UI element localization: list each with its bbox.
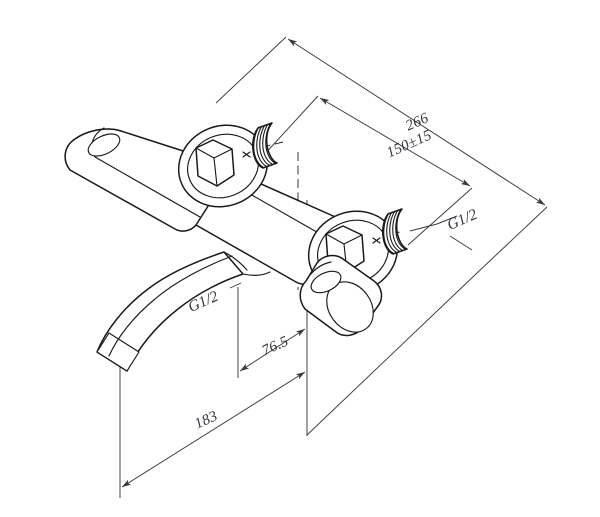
- ext-line-150-left: [261, 95, 319, 158]
- upper-thread-lines: [253, 122, 276, 168]
- upper-axis-cross-mark: [242, 151, 251, 158]
- spout-top-ridge: [108, 255, 233, 357]
- thread-callout-leaders: [229, 215, 473, 289]
- ext-line-266-right: [476, 206, 548, 274]
- leader-upper-g12-tail: [436, 215, 458, 225]
- dim-line-183: [121, 371, 306, 488]
- spout-outlet-face: [96, 332, 140, 372]
- left-end-cap-lip: [64, 128, 122, 171]
- ext-line-right-boundary: [306, 272, 478, 436]
- handle-lever-recess: [310, 270, 342, 294]
- spout-root-junction: [223, 251, 248, 271]
- upper-hex-nut-facets: [195, 147, 233, 187]
- spout-root-underside: [242, 271, 271, 276]
- lower-thread-lines: [383, 208, 406, 254]
- dim-line-150: [319, 97, 471, 187]
- left-lever-recess: [87, 133, 121, 157]
- ext-line-266-left: [215, 36, 287, 104]
- lower-axis-cross-mark: [372, 237, 381, 244]
- faucet-assembly: [64, 122, 408, 372]
- ext-line-150-right: [407, 187, 473, 246]
- leader-upper-g12: [409, 223, 438, 232]
- leader-spout-g12: [229, 282, 242, 289]
- dim-line-76-5: [239, 328, 306, 372]
- leader-upper-g12-foot: [449, 235, 473, 251]
- handle-top-arc: [305, 261, 332, 282]
